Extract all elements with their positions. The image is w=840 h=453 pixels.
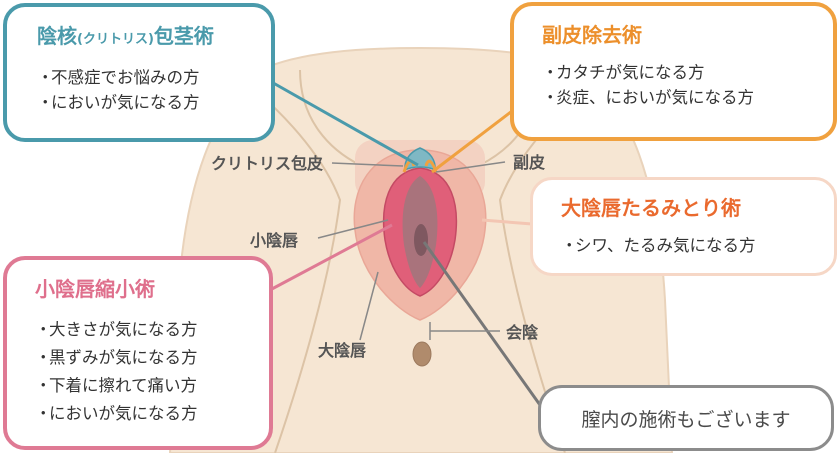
- callout-inkaku-list: ・不感症でお悩みの方 ・においが気になる方: [37, 65, 259, 115]
- callout-chitsu: 膣内の施術もございます: [538, 385, 834, 451]
- thigh-line-left: [254, 89, 342, 453]
- callout-inkaku-title: 陰核(クリトリス)包茎術: [37, 23, 259, 53]
- list-item: ・黒ずみが気になる方: [35, 348, 198, 367]
- label-perineum: 会陰: [506, 323, 539, 342]
- callout-daiinshin: 大陰唇たるみとり術 ・シワ、たるみ気になる方: [530, 177, 837, 276]
- label-line-hood: [331, 162, 404, 167]
- callout-daiinshin-list: ・シワ、たるみ気になる方: [561, 233, 824, 258]
- list-item: ・下着に擦れて痛い方: [35, 376, 198, 395]
- connector-chitsu: [422, 241, 542, 406]
- callout-fukuhi: 副皮除去術 ・カタチが気になる方 ・炎症、においが気になる方: [510, 2, 837, 141]
- list-item: ・シワ、たるみ気になる方: [561, 236, 756, 255]
- label-labia-majora: 大陰唇: [318, 341, 366, 360]
- list-item: ・大きさが気になる方: [35, 320, 198, 339]
- connector-fukuhi: [431, 103, 521, 174]
- connector-inkaku: [267, 78, 419, 167]
- callout-fukuhi-title: 副皮除去術: [542, 23, 642, 47]
- list-item: ・炎症、においが気になる方: [542, 88, 754, 107]
- connector-daiinshin: [481, 218, 533, 226]
- vaginal-opening: [414, 224, 428, 256]
- callout-shoinshin-title: 小陰唇縮小術: [35, 277, 155, 301]
- label-fukuhi: 副皮: [513, 153, 545, 172]
- callout-shoinshin: 小陰唇縮小術 ・大きさが気になる方 ・黒ずみが気になる方 ・下着に擦れて痛い方 …: [3, 256, 273, 450]
- list-item: ・においが気になる方: [35, 404, 198, 423]
- callout-fukuhi-list: ・カタチが気になる方 ・炎症、においが気になる方: [542, 60, 821, 110]
- label-line-fukuhi: [435, 161, 506, 173]
- label-line-minora: [317, 219, 389, 239]
- callout-inkaku: 陰核(クリトリス)包茎術 ・不感症でお悩みの方 ・においが気になる方: [3, 3, 275, 142]
- list-item: ・カタチが気になる方: [542, 63, 705, 82]
- label-clitoral-hood: クリトリス包皮: [211, 154, 323, 173]
- list-item: ・においが気になる方: [37, 93, 200, 112]
- anus-shape: [412, 341, 432, 367]
- title-tail: 包茎術: [153, 24, 214, 48]
- connector-shoinshin: [269, 223, 393, 292]
- inner-curve-left: [299, 69, 361, 166]
- callout-chitsu-text: 膣内の施術もございます: [581, 408, 791, 431]
- label-line-majora: [359, 271, 379, 341]
- callout-shoinshin-list: ・大きさが気になる方 ・黒ずみが気になる方 ・下着に擦れて痛い方 ・においが気に…: [35, 316, 259, 428]
- callout-daiinshin-title: 大陰唇たるみとり術: [561, 196, 741, 220]
- title-main: 陰核: [37, 24, 77, 48]
- title-small: (クリトリス): [77, 32, 154, 47]
- list-item: ・不感症でお悩みの方: [37, 68, 200, 87]
- label-labia-minora: 小陰唇: [250, 231, 298, 250]
